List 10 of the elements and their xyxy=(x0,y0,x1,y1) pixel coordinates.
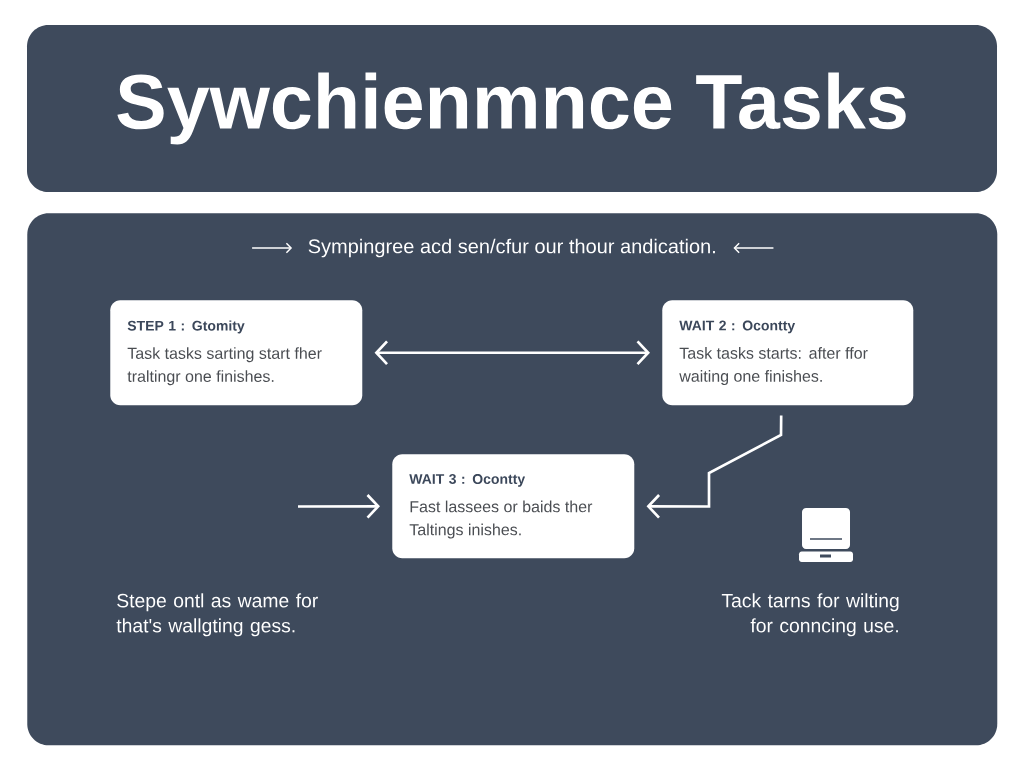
task-box: WAIT 2 : Ocontty Task tasks starts: after ffor waiting one finishes. xyxy=(662,300,914,406)
arrow xyxy=(646,415,783,519)
note: Stepe ontl as wame for that's wallgting gess. xyxy=(116,593,318,637)
subtitle: Sympingree acd sen/cfur our thour andication. xyxy=(308,238,715,258)
note: Tack tarns for wilting for conncing use. xyxy=(721,593,899,637)
task-box: STEP 1 : Gtomity Task tasks sarting start fher traltingr one finishes. xyxy=(110,300,363,406)
title-banner: Sywchienmnce Tasks xyxy=(27,25,997,192)
arrow xyxy=(374,340,650,365)
arrow xyxy=(298,494,380,519)
task-box: WAIT 3 : Ocontty Fast lassees or baids ther Taltings inishes. xyxy=(392,454,635,559)
